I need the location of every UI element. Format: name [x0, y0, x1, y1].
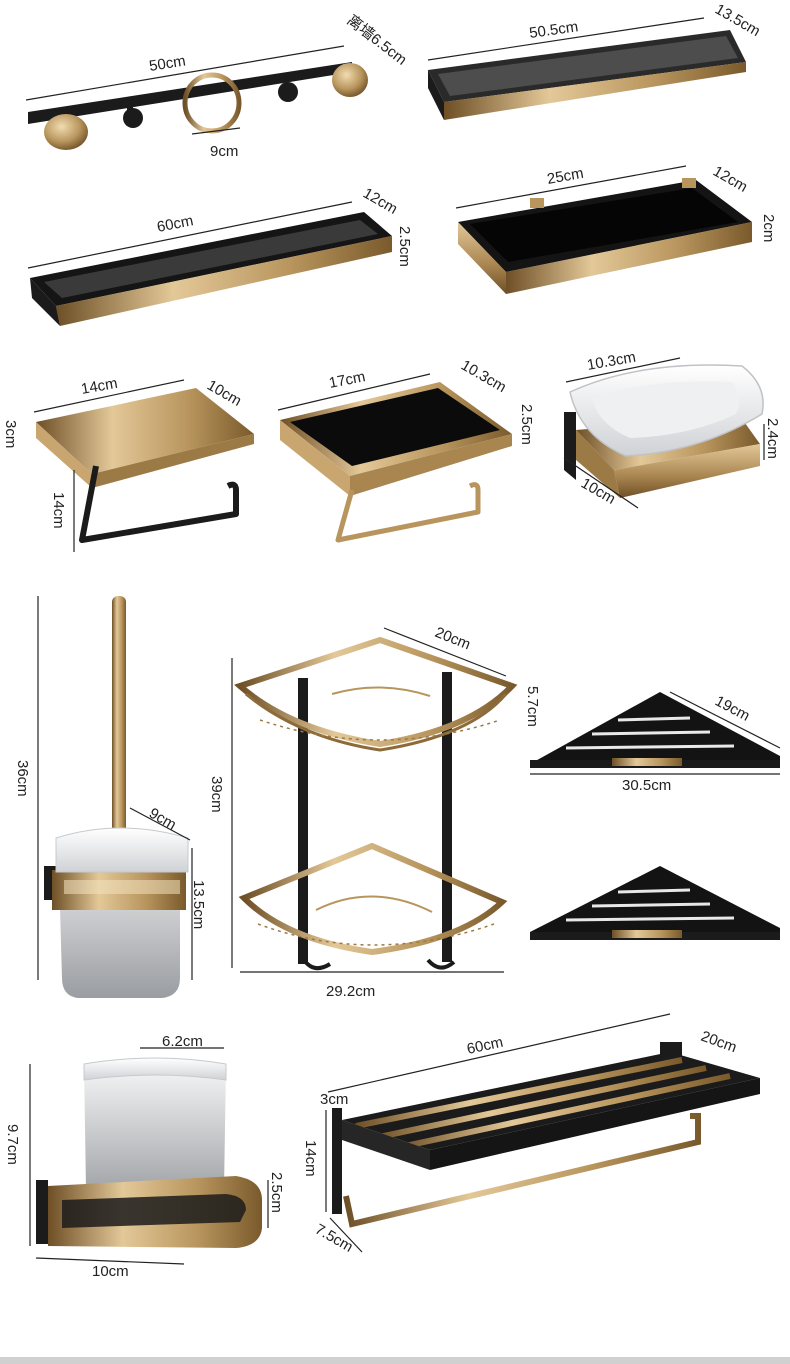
long-shelf [30, 212, 392, 326]
short-shelf [458, 178, 752, 294]
corner-basket-depth-label: 5.7cm [524, 686, 541, 727]
long-shelf-depth-label: 12cm [360, 185, 400, 218]
tumbler-holder [36, 1057, 262, 1248]
black-holder-width-dimension: 17cm [277, 368, 431, 411]
short-shelf-length-dimension: 25cm [455, 165, 687, 209]
towel-rack-thickness-label: 3cm [320, 1091, 348, 1108]
toilet-brush-holder [44, 596, 189, 998]
short-shelf-length-label: 25cm [546, 165, 585, 188]
gold-paper-holder [36, 388, 254, 543]
shelf-top-length-label: 50.5cm [528, 18, 579, 42]
black-holder-depth-label: 10.3cm [458, 357, 509, 396]
toilet-brush-width-label: 9cm [146, 805, 179, 834]
corner-basket [234, 636, 518, 971]
soap-dish [564, 364, 764, 498]
bottom-divider [0, 1357, 790, 1364]
long-shelf-length-label: 60cm [156, 212, 195, 236]
robe-hook-ring-label: 9cm [210, 143, 238, 160]
short-shelf-height-label: 2cm [760, 214, 777, 242]
robe-hook-wall-distance-label: 离墙6.5cm [344, 12, 410, 69]
toilet-brush-cup-height-label: 13.5cm [190, 880, 207, 929]
toilet-brush-height-label: 36cm [14, 760, 31, 797]
long-shelf-height-label: 2.5cm [396, 226, 413, 267]
tumbler-base-height-label: 2.5cm [268, 1172, 285, 1213]
gold-holder-height-label: 3cm [2, 420, 19, 448]
gold-holder-width-label: 14cm [80, 375, 119, 398]
gold-holder-width-dimension: 14cm [33, 375, 185, 413]
black-paper-holder [280, 382, 512, 543]
soap-dish-height-label: 2.4cm [764, 418, 781, 459]
corner-basket-height-label: 39cm [208, 776, 225, 813]
tumbler-width-label: 10cm [92, 1263, 129, 1280]
towel-rack-height-label: 14cm [302, 1140, 319, 1177]
corner-basket-diagonal-label: 29.2cm [326, 983, 375, 1000]
towel-rack [332, 1042, 760, 1228]
robe-hook-rail [28, 62, 368, 150]
robe-hook-length-label: 50cm [148, 52, 187, 75]
robe-hook-length-dimension: 50cm [25, 45, 345, 101]
soap-dish-width-label: 10.3cm [586, 349, 637, 374]
corner-shelf-upper [530, 692, 780, 768]
tumbler-height-label: 9.7cm [4, 1124, 21, 1165]
black-holder-width-label: 17cm [328, 368, 367, 392]
gold-holder-drop-label: 14cm [50, 492, 67, 529]
long-shelf-length-dimension: 60cm [27, 201, 353, 269]
short-shelf-depth-label: 12cm [710, 163, 750, 196]
glass-shelf-top [428, 30, 746, 120]
corner-shelf-side-label: 19cm [712, 693, 752, 725]
towel-rack-depth-label: 20cm [699, 1028, 739, 1057]
black-holder-height-label: 2.5cm [518, 404, 535, 445]
towel-rack-length-label: 60cm [465, 1034, 504, 1058]
towel-rack-bar-label: 7.5cm [312, 1221, 356, 1256]
shelf-top-length-dimension: 50.5cm [427, 17, 705, 61]
robe-hook-ring-dimension: 9cm [191, 127, 241, 160]
tumbler-cup-label: 6.2cm [162, 1033, 203, 1050]
corner-shelf-lower [530, 866, 780, 940]
corner-shelf-front-label: 30.5cm [622, 777, 671, 794]
